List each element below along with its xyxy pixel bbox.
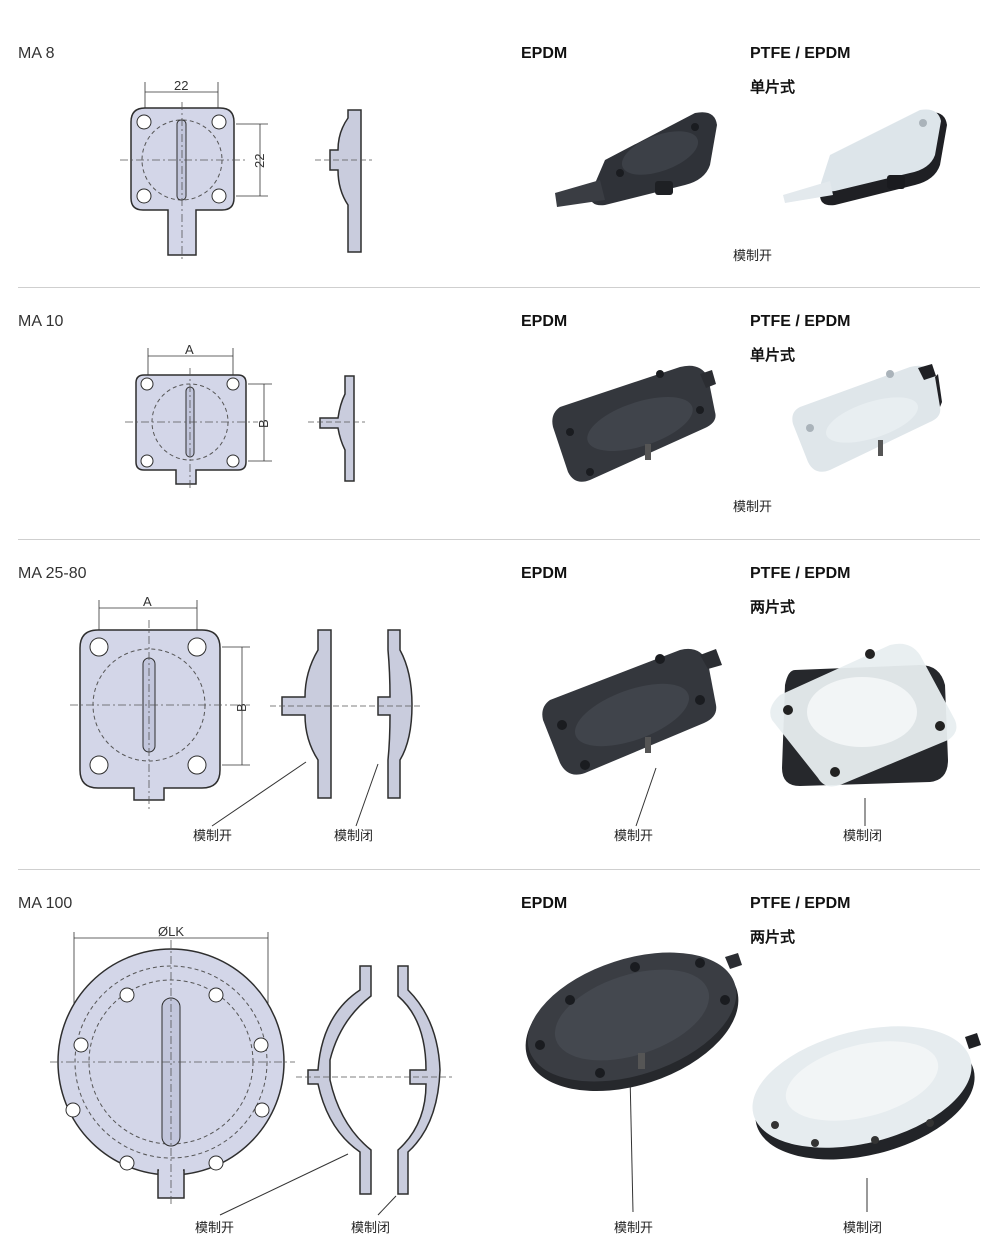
photo-caption: 模制开: [733, 500, 773, 515]
ptfe-diaphragm-photo: [783, 109, 947, 206]
epdm-diaphragm-photo: [542, 648, 722, 775]
ptfe-diaphragm-photo: [752, 1026, 981, 1160]
model-title: MA 10: [18, 313, 64, 330]
dimension-b: B: [256, 419, 271, 428]
epdm-header: EPDM: [521, 565, 568, 582]
ptfe-header: PTFE / EPDM: [750, 313, 851, 330]
section-divider: [18, 869, 980, 870]
caption-ptfe-photo: 模制闭: [843, 1221, 883, 1236]
epdm-diaphragm-photo: [555, 112, 717, 207]
ptfe-type: 两片式: [750, 598, 796, 616]
technical-drawing-front: A B: [125, 342, 365, 490]
caption-molded-open: 模制开: [193, 829, 233, 844]
dimension-lk: ØLK: [158, 924, 184, 939]
section-divider: [18, 287, 980, 288]
dimension-a: A: [185, 342, 194, 357]
dimension-a: A: [143, 594, 152, 609]
epdm-header: EPDM: [521, 45, 568, 62]
ptfe-header: PTFE / EPDM: [750, 565, 851, 582]
dimension-b: 22: [252, 154, 267, 168]
ptfe-header: PTFE / EPDM: [750, 45, 851, 62]
caption-molded-open: 模制开: [195, 1221, 235, 1236]
epdm-header: EPDM: [521, 313, 568, 330]
model-title: MA 25-80: [18, 565, 87, 582]
ptfe-type: 单片式: [750, 78, 796, 96]
dimension-b: B: [234, 703, 249, 712]
model-title: MA 8: [18, 45, 55, 62]
caption-molded-closed: 模制闭: [351, 1221, 391, 1236]
ptfe-header: PTFE / EPDM: [750, 895, 851, 912]
epdm-header: EPDM: [521, 895, 568, 912]
dimension-a: 22: [174, 78, 188, 93]
caption-epdm-photo: 模制开: [614, 1221, 654, 1236]
ptfe-type: 两片式: [750, 928, 796, 946]
caption-epdm-photo: 模制开: [614, 829, 654, 844]
ptfe-diaphragm-photo: [792, 364, 942, 472]
epdm-diaphragm-photo: [552, 365, 716, 482]
photo-caption: 模制开: [733, 249, 773, 264]
caption-molded-closed: 模制闭: [334, 829, 374, 844]
section-divider: [18, 539, 980, 540]
caption-ptfe-photo: 模制闭: [843, 829, 883, 844]
technical-drawing-front: A B: [70, 594, 866, 827]
epdm-diaphragm-photo: [525, 952, 742, 1092]
technical-drawing-front: 22 22: [120, 78, 372, 262]
ptfe-diaphragm-photo: [770, 643, 957, 787]
model-title: MA 100: [18, 895, 73, 912]
ptfe-type: 单片式: [750, 346, 796, 364]
